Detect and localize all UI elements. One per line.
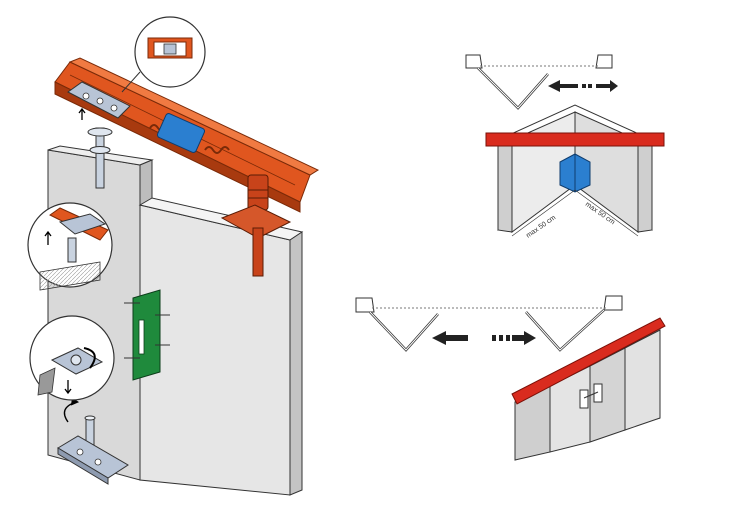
spring-mechanism	[149, 113, 230, 154]
top-view-wide	[355, 295, 623, 352]
corner-blue-bracket	[559, 153, 591, 193]
corner-detail: max 50 cm max 50 cm	[485, 104, 665, 240]
double-arrow-icon	[548, 80, 618, 92]
rail-pivot-plate	[67, 81, 131, 119]
stack-handle	[579, 383, 603, 409]
top-pivot-pin	[78, 107, 113, 189]
folded-door-stack	[511, 317, 666, 461]
magnifier-callout-bottom	[29, 315, 115, 401]
door-panel-right	[138, 197, 304, 496]
trolley-roller	[220, 174, 292, 277]
main-assembly	[27, 16, 320, 496]
corner-red-track	[485, 132, 665, 147]
up-arrow-icon	[78, 107, 86, 120]
top-view-small	[465, 54, 618, 110]
arrow-left-icon	[432, 331, 468, 345]
stack-red-track	[511, 317, 666, 405]
green-hinge	[124, 289, 170, 381]
magnifier-callout-middle	[27, 202, 113, 291]
arrow-right-icon	[492, 331, 536, 345]
magnifier-callout-top	[121, 16, 206, 93]
